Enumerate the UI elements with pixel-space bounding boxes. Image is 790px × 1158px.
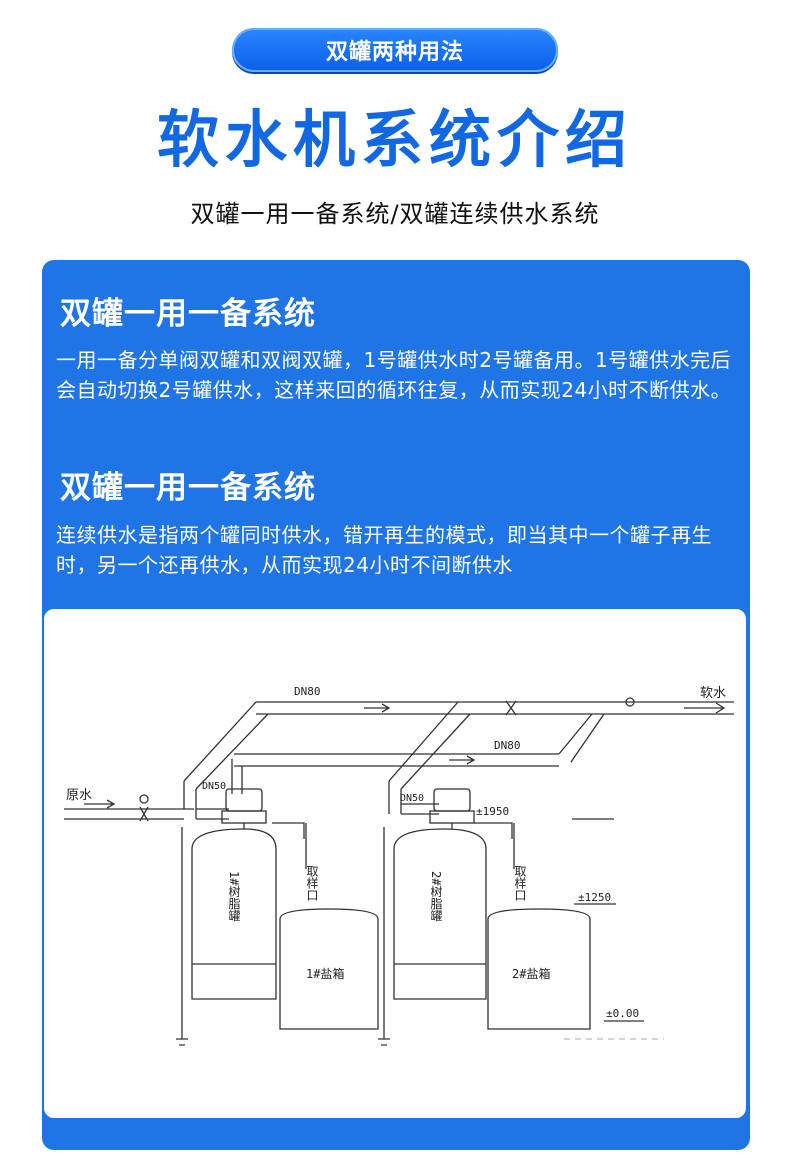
label-dn50-right: DN50 bbox=[400, 793, 424, 804]
label-dn50-left: DN50 bbox=[202, 781, 226, 792]
usage-pill-header: 双罐两种用法 bbox=[232, 28, 558, 72]
label-brine-2: 2#盐箱 bbox=[512, 966, 550, 981]
system-diagram: DN80 DN80 软水 原水 DN50 DN50 ±1950 ±1250 ±0… bbox=[42, 607, 748, 1120]
page-title: 软水机系统介绍 bbox=[156, 103, 633, 176]
pill-label: 双罐两种用法 bbox=[325, 40, 464, 65]
system-diagram-svg: DN80 DN80 软水 原水 DN50 DN50 ±1950 ±1250 ±0… bbox=[64, 685, 734, 1046]
section-title-2: 双罐一用一备系统 bbox=[60, 470, 316, 506]
section-text-1: 一用一备分单阀双罐和双阀双罐，1号罐供水时2号罐备用。1号罐供水完后会自动切换2… bbox=[56, 348, 732, 402]
section-title-1: 双罐一用一备系统 bbox=[60, 296, 316, 332]
label-level-000: ±0.00 bbox=[606, 1007, 639, 1020]
label-level-1250: ±1250 bbox=[578, 891, 611, 904]
label-sample-2: 取样口 bbox=[513, 865, 527, 901]
label-soft-water: 软水 bbox=[700, 686, 726, 701]
label-brine-1: 1#盐箱 bbox=[306, 966, 344, 981]
page-subtitle: 双罐一用一备系统/双罐连续供水系统 bbox=[190, 200, 600, 228]
label-sample-1: 取样口 bbox=[305, 865, 319, 901]
label-pipe-top: DN80 bbox=[294, 685, 321, 698]
section-text-2: 连续供水是指两个罐同时供水，错开再生的模式，即当其中一个罐子再生时，另一个还再供… bbox=[56, 523, 712, 577]
label-tank-1: 1#树脂罐 bbox=[227, 871, 241, 922]
label-pipe-mid: DN80 bbox=[494, 739, 521, 752]
label-raw-water: 原水 bbox=[66, 788, 92, 803]
label-level-1950: ±1950 bbox=[476, 805, 509, 818]
label-tank-2: 2#树脂罐 bbox=[429, 871, 443, 922]
